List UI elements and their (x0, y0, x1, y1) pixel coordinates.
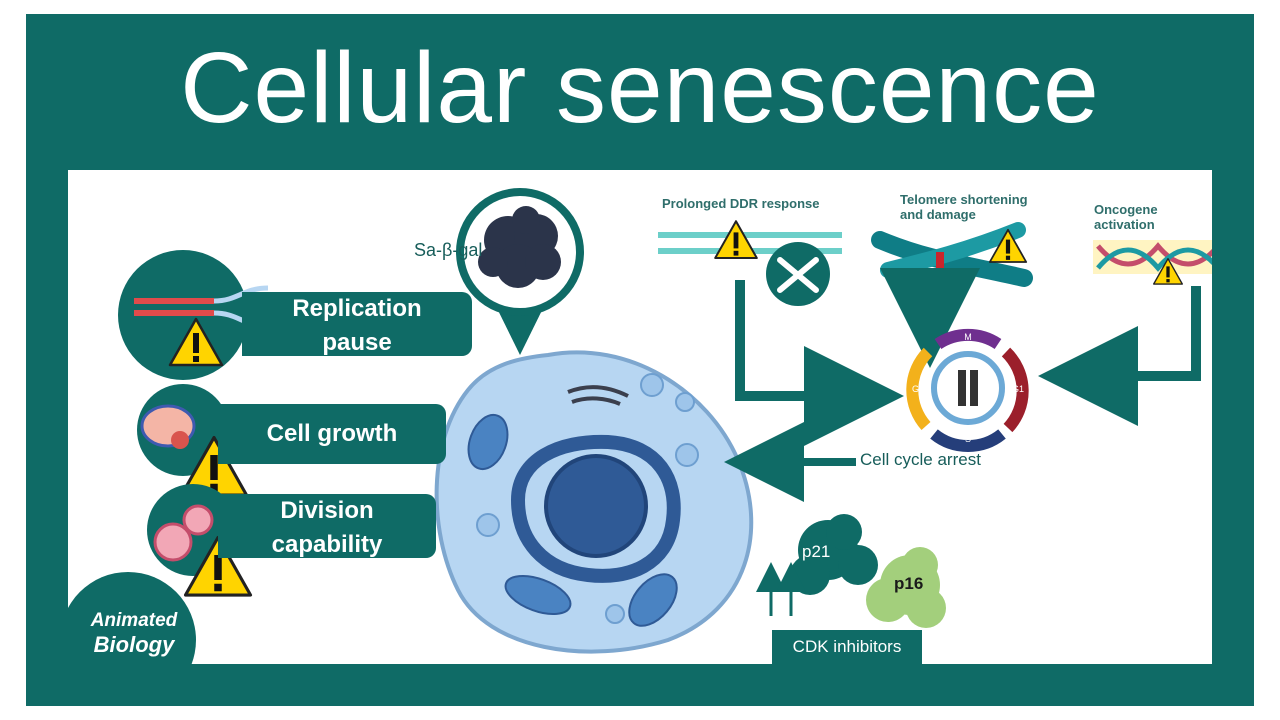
warning-icon (714, 220, 758, 260)
chromosome-icon (871, 222, 1033, 287)
granules (476, 373, 699, 624)
logo-line1: Animated (90, 610, 178, 631)
replication-label-line2: pause (322, 329, 392, 356)
sa-beta-gal-protein-icon (478, 206, 561, 288)
p21-label: p21 (802, 542, 831, 561)
p16-label: p16 (894, 574, 924, 593)
oncogene-arrow (1038, 286, 1201, 426)
mitochondria (467, 413, 678, 627)
logo-badge (68, 572, 196, 664)
division-label-line2: capability (271, 531, 383, 558)
nucleus (510, 434, 681, 583)
diagram-panel: M G1 S G2 Replication pause Cel (68, 170, 1212, 664)
division-group (147, 484, 253, 597)
sa-beta-gal-pin (456, 188, 584, 355)
phase-m: M (964, 332, 972, 342)
replication-label-line1: Replication (292, 295, 422, 322)
logo-line2: Biology (93, 632, 175, 657)
oncogene-dna-icon (1093, 240, 1212, 285)
senescent-cell (434, 350, 754, 654)
telomere-label-line1: Telomere shortening (900, 192, 1028, 207)
ddr-dna-icon (658, 220, 842, 306)
telomere-label: Telomere shortening and damage (900, 192, 1028, 222)
phase-g1: G1 (1012, 384, 1024, 394)
logo-text: Animated Biology (72, 610, 196, 658)
division-label-line1: Division (280, 497, 374, 524)
telomere-label-line2: and damage (900, 207, 976, 222)
golgi (567, 385, 629, 398)
senescence-diagram: M G1 S G2 (68, 188, 1212, 664)
cell-growth-group (137, 384, 249, 497)
cell-cycle-arrest-label: Cell cycle arrest (860, 450, 981, 469)
phase-g2: G2 (912, 384, 924, 394)
cell-growth-label: Cell growth (218, 404, 446, 464)
phase-s: S (965, 434, 971, 444)
title-frame: Cellular senescence (26, 14, 1254, 706)
cell-cycle-icon: M G1 S G2 (906, 328, 1029, 452)
cell-growth-text: Cell growth (266, 420, 398, 447)
cdk-inhibitors-label: CDK inhibitors (772, 630, 922, 664)
p16-protein-icon (866, 547, 946, 628)
ddr-label: Prolonged DDR response (662, 196, 820, 211)
division-capability-label: Division capability (218, 494, 436, 558)
replication-pause-label: Replication pause (242, 292, 472, 356)
sa-beta-gal-label: Sa-β-gal (414, 240, 483, 260)
oncogene-label: Oncogene activation (1094, 202, 1158, 232)
ddr-arrow (735, 280, 904, 446)
page-title: Cellular senescence (180, 32, 1100, 144)
